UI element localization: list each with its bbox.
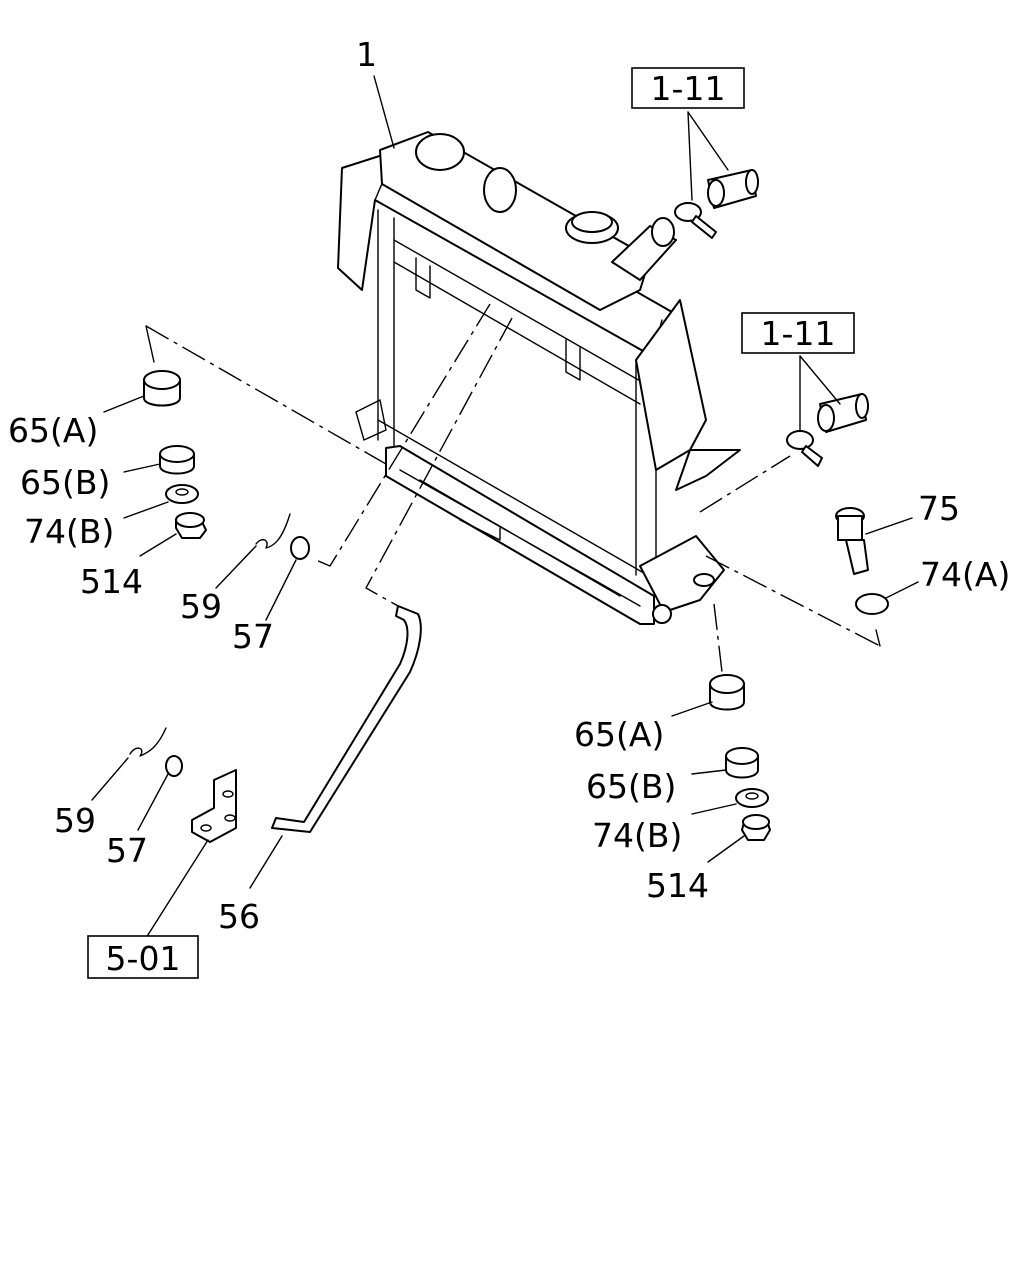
leader-lines xyxy=(91,75,919,939)
callout-65b-right: 65(B) xyxy=(586,767,676,806)
drain-hose-56 xyxy=(271,605,422,833)
filler-cap xyxy=(565,211,619,244)
lower-mount-bracket xyxy=(639,535,725,624)
callout-57-lower: 57 xyxy=(106,831,148,870)
rubber-mount-65a-right xyxy=(709,674,745,711)
rubber-mount-65b-right xyxy=(725,747,759,779)
washer-57-upper xyxy=(290,536,310,560)
callout-75: 75 xyxy=(918,489,960,528)
callout-part-1: 1 xyxy=(356,35,377,74)
washer-57-lower xyxy=(165,755,183,777)
rubber-mount-65a-left xyxy=(143,370,181,407)
hose-middle xyxy=(817,393,869,433)
ref-1-11-mid[interactable]: 1-11 xyxy=(761,314,836,353)
bracket-5-01 xyxy=(191,769,237,843)
nut-514-right xyxy=(741,814,771,841)
washer-74a-right xyxy=(855,593,889,615)
radiator-assembly xyxy=(337,131,741,625)
callout-514-right: 514 xyxy=(646,866,709,905)
callout-59-lower: 59 xyxy=(54,801,96,840)
bolt-75 xyxy=(835,507,869,575)
callout-57-upper: 57 xyxy=(232,617,274,656)
clamp-upper xyxy=(674,202,717,239)
callout-514-left: 514 xyxy=(80,562,143,601)
callout-56: 56 xyxy=(218,897,260,936)
callout-74a-right: 74(A) xyxy=(920,555,1010,594)
callout-65a-left: 65(A) xyxy=(8,411,98,450)
callout-65b-left: 65(B) xyxy=(20,463,110,502)
centre-lines xyxy=(145,303,881,673)
ref-5-01[interactable]: 5-01 xyxy=(106,939,181,978)
washer-74b-left xyxy=(165,484,199,504)
nut-514-left xyxy=(175,512,207,539)
clip-59-upper xyxy=(255,513,291,549)
callout-74b-left: 74(B) xyxy=(24,512,114,551)
callout-74b-right: 74(B) xyxy=(592,816,682,855)
ref-box-1-11-mid[interactable] xyxy=(741,312,855,354)
clamp-middle xyxy=(786,430,823,467)
hose-upper xyxy=(707,169,759,209)
washer-74b-right xyxy=(735,788,769,808)
callout-65a-right: 65(A) xyxy=(574,715,664,754)
callout-59-upper: 59 xyxy=(180,587,222,626)
ref-1-11-top[interactable]: 1-11 xyxy=(651,69,726,108)
ref-box-1-11-top[interactable] xyxy=(631,67,745,109)
rubber-mount-65b-left xyxy=(159,445,195,475)
clip-59-lower xyxy=(129,727,167,757)
ref-box-5-01[interactable] xyxy=(87,935,199,979)
